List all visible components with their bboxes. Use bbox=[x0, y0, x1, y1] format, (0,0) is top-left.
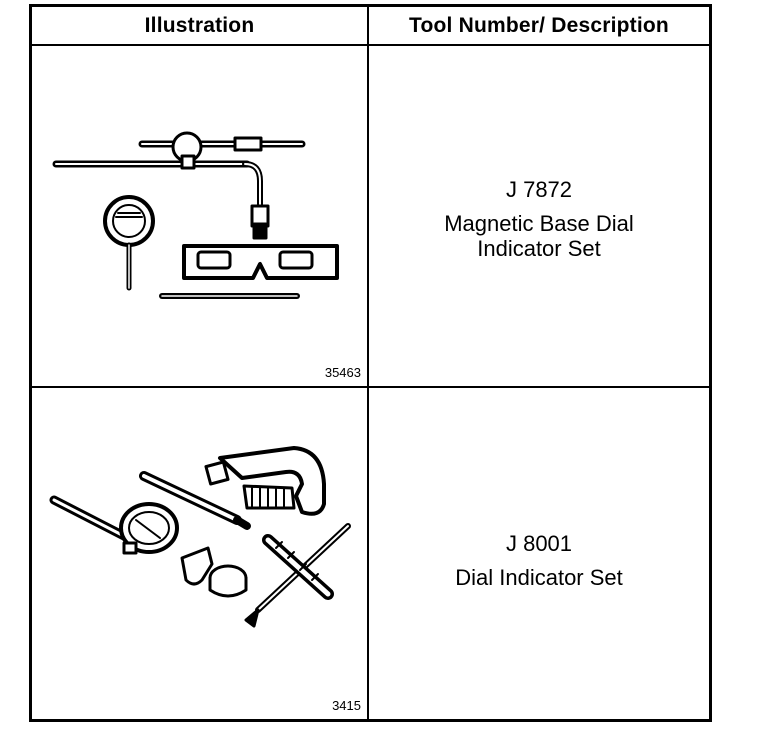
tool-number: J 8001 bbox=[505, 531, 573, 556]
illustration-cell-1: 35463 bbox=[32, 46, 369, 388]
tool-number: J 7872 bbox=[505, 177, 573, 202]
magnetic-base-dial-indicator-illustration bbox=[52, 131, 339, 299]
header-tool-description: Tool Number/ Description bbox=[369, 7, 709, 46]
tool-table: Illustration Tool Number/ Description bbox=[29, 4, 712, 722]
illustration-cell-2: 3415 bbox=[32, 388, 369, 719]
figure-number: 35463 bbox=[324, 365, 361, 380]
figure-number: 3415 bbox=[332, 698, 361, 713]
header-illustration: Illustration bbox=[32, 7, 369, 46]
tool-description-line-2: Indicator Set bbox=[477, 236, 601, 261]
description-cell-2: J 8001 Dial Indicator Set bbox=[369, 388, 709, 719]
tool-description-line-1: Magnetic Base Dial bbox=[444, 211, 634, 236]
description-cell-1: J 7872 Magnetic Base Dial Indicator Set bbox=[369, 46, 709, 388]
dial-indicator-set-illustration bbox=[49, 446, 351, 628]
tool-description-line-1: Dial Indicator Set bbox=[455, 565, 623, 590]
